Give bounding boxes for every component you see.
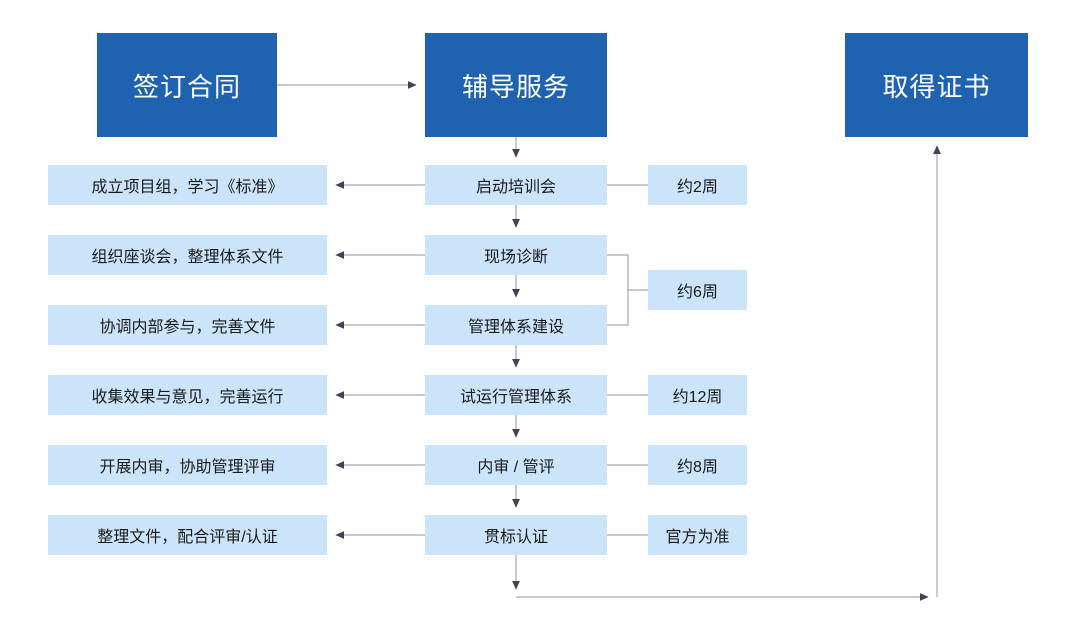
duration-box-kickoff[interactable]: 约2周: [648, 165, 747, 205]
step-label: 贯标认证: [483, 529, 548, 546]
duration-box-grouped[interactable]: 约6周: [648, 270, 747, 310]
task-box-internal-audit[interactable]: 开展内审，协助管理评审: [48, 445, 327, 485]
phase-label: 签订合同: [132, 71, 241, 102]
phase-label: 取得证书: [882, 71, 991, 102]
phase-box-coaching-service[interactable]: 辅导服务: [425, 33, 607, 137]
duration-label: 官方为准: [665, 529, 730, 546]
duration-label: 约2周: [677, 179, 718, 196]
phase-box-sign-contract[interactable]: 签订合同: [97, 33, 277, 137]
task-box-trial-run[interactable]: 收集效果与意见，完善运行: [48, 375, 327, 415]
duration-box-internal-audit[interactable]: 约8周: [648, 445, 747, 485]
step-box-system-build[interactable]: 管理体系建设: [425, 305, 607, 345]
task-box-system-build[interactable]: 协调内部参与，完善文件: [48, 305, 327, 345]
step-box-certification[interactable]: 贯标认证: [425, 515, 607, 555]
phase-label: 辅导服务: [461, 71, 570, 102]
step-box-onsite-diagnosis[interactable]: 现场诊断: [425, 235, 607, 275]
task-label: 开展内审，协助管理评审: [99, 459, 276, 476]
wire-grouped-bracket: [607, 254, 629, 326]
duration-label: 约6周: [677, 284, 718, 301]
step-box-trial-run[interactable]: 试运行管理体系: [425, 375, 607, 415]
duration-label: 约12周: [672, 389, 723, 406]
step-box-internal-audit[interactable]: 内审 / 管评: [425, 445, 607, 485]
task-label: 整理文件，配合评审/认证: [97, 529, 278, 546]
task-label: 组织座谈会，整理体系文件: [91, 249, 284, 266]
step-label: 试运行管理体系: [459, 389, 572, 406]
task-box-certification[interactable]: 整理文件，配合评审/认证: [48, 515, 327, 555]
step-label: 内审 / 管评: [477, 459, 555, 476]
step-label: 启动培训会: [475, 179, 556, 196]
step-label: 现场诊断: [483, 249, 548, 266]
task-label: 收集效果与意见，完善运行: [91, 389, 284, 406]
task-box-onsite-diagnosis[interactable]: 组织座谈会，整理体系文件: [48, 235, 327, 275]
task-label: 成立项目组，学习《标准》: [91, 179, 284, 196]
duration-box-certification[interactable]: 官方为准: [648, 515, 747, 555]
step-label: 管理体系建设: [467, 319, 564, 336]
duration-box-trial-run[interactable]: 约12周: [648, 375, 747, 415]
step-box-kickoff[interactable]: 启动培训会: [425, 165, 607, 205]
duration-label: 约8周: [677, 459, 718, 476]
phase-box-obtain-certificate[interactable]: 取得证书: [845, 33, 1028, 137]
task-box-kickoff[interactable]: 成立项目组，学习《标准》: [48, 165, 327, 205]
task-label: 协调内部参与，完善文件: [99, 319, 276, 336]
